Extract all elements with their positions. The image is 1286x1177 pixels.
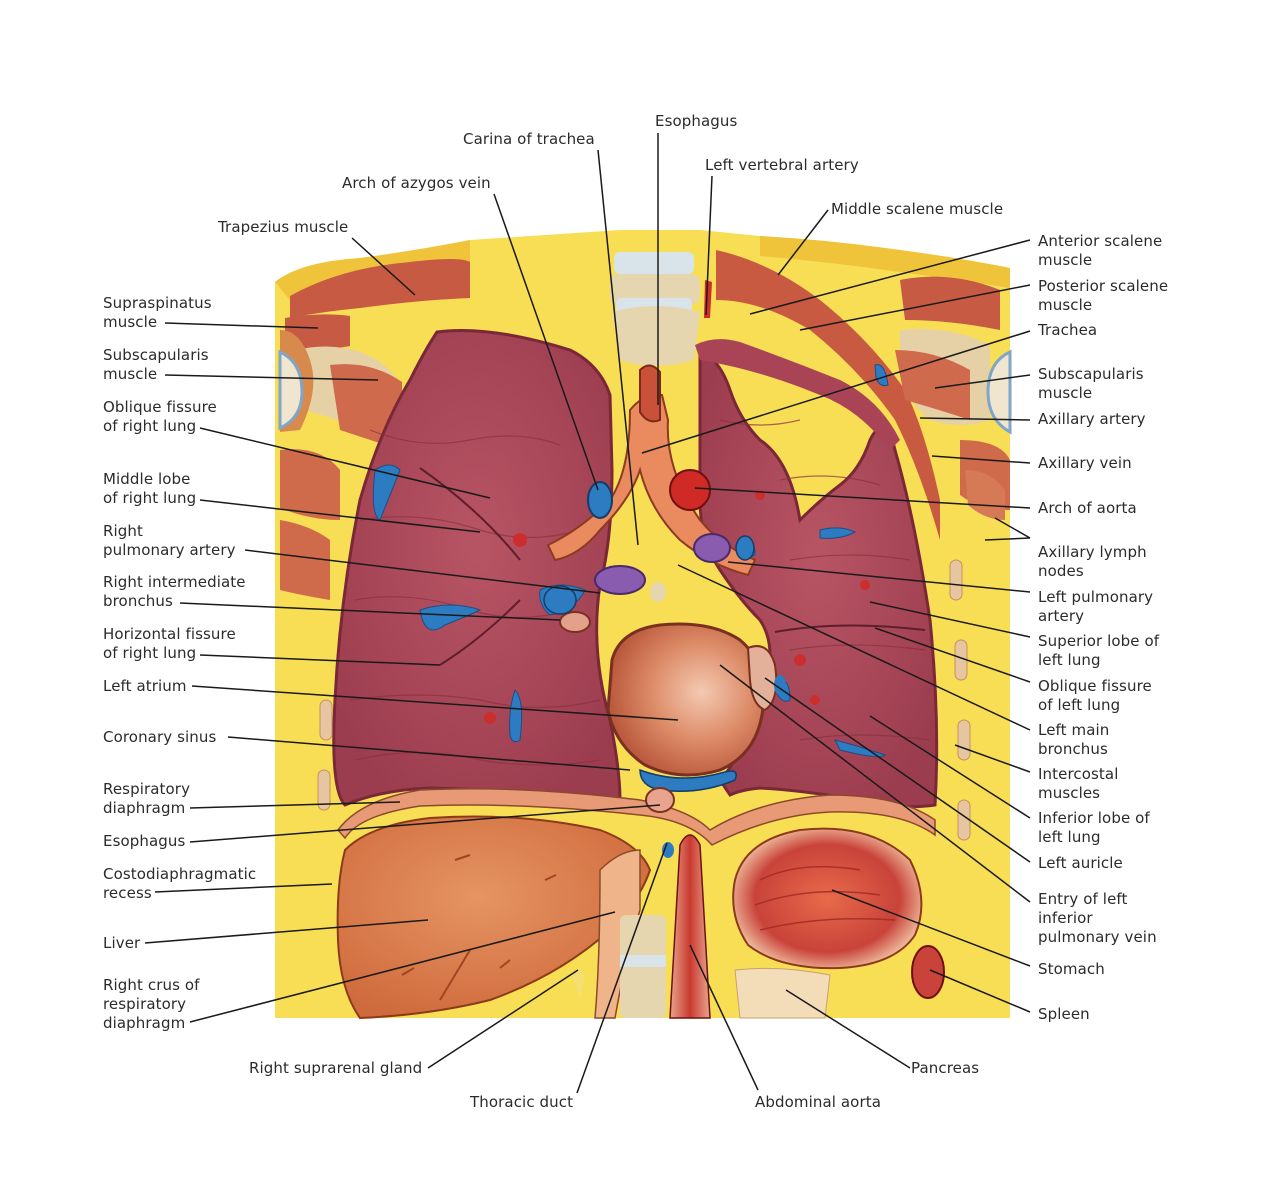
label-right-suprarenal-gland: Right suprarenal gland — [249, 1059, 423, 1077]
label-thoracic-duct: Thoracic duct — [470, 1093, 574, 1111]
arch-of-aorta — [669, 469, 711, 511]
spleen — [911, 945, 945, 999]
label-trapezius-muscle: Trapezius muscle — [218, 218, 349, 236]
right-horizontal-fissure — [439, 599, 521, 666]
label-arch-of-azygos-vein: Arch of azygos vein — [342, 174, 491, 192]
scalene-muscles — [716, 250, 940, 540]
label-carina-of-trachea: Carina of trachea — [463, 130, 595, 148]
trachea-wall — [546, 393, 757, 577]
left-auricle — [746, 645, 778, 712]
label-left-atrium: Left atrium — [103, 677, 187, 695]
left-pulmonary-artery — [693, 533, 731, 563]
humerus-right — [278, 349, 304, 431]
label-pancreas: Pancreas — [911, 1059, 980, 1077]
abdominal-aorta — [669, 834, 711, 1019]
label-axillary-vein: Axillary vein — [1038, 454, 1132, 472]
esophagus-top — [639, 364, 661, 423]
intermediate-bronchus — [559, 611, 591, 633]
pancreas — [734, 967, 831, 1019]
supraspinatus-muscle — [285, 314, 350, 350]
label-arch-of-aorta: Arch of aorta — [1038, 499, 1137, 517]
label-esophagus-bottom: Esophagus — [103, 832, 186, 850]
azygos-vein — [587, 481, 613, 519]
stomach — [732, 827, 923, 970]
label-coronary-sinus: Coronary sinus — [103, 728, 217, 746]
label-stomach: Stomach — [1038, 960, 1105, 978]
trapezius-muscle — [290, 259, 470, 318]
right-pulmonary-artery — [594, 565, 646, 595]
left-oblique-fissure — [774, 624, 926, 633]
humerus-left — [986, 349, 1012, 435]
label-left-vertebral-artery: Left vertebral artery — [705, 156, 859, 174]
label-trachea: Trachea — [1038, 321, 1098, 339]
right-oblique-fissure — [419, 467, 521, 561]
esophagus-lower — [645, 787, 675, 813]
label-left-auricle: Left auricle — [1038, 854, 1123, 872]
label-spleen: Spleen — [1038, 1005, 1090, 1023]
thoracic-duct — [662, 842, 674, 858]
label-abdominal-aorta: Abdominal aorta — [755, 1093, 882, 1111]
label-esophagus-top: Esophagus — [655, 112, 738, 130]
heart-left-atrium — [606, 622, 766, 777]
label-liver: Liver — [103, 934, 141, 952]
label-axillary-artery: Axillary artery — [1038, 410, 1146, 428]
coronary-sinus — [639, 768, 737, 792]
label-middle-scalene-muscle: Middle scalene muscle — [831, 200, 1004, 218]
right-suprarenal-gland — [572, 970, 585, 1000]
cervical-vertebra — [614, 252, 694, 274]
respiratory-diaphragm — [337, 788, 936, 846]
